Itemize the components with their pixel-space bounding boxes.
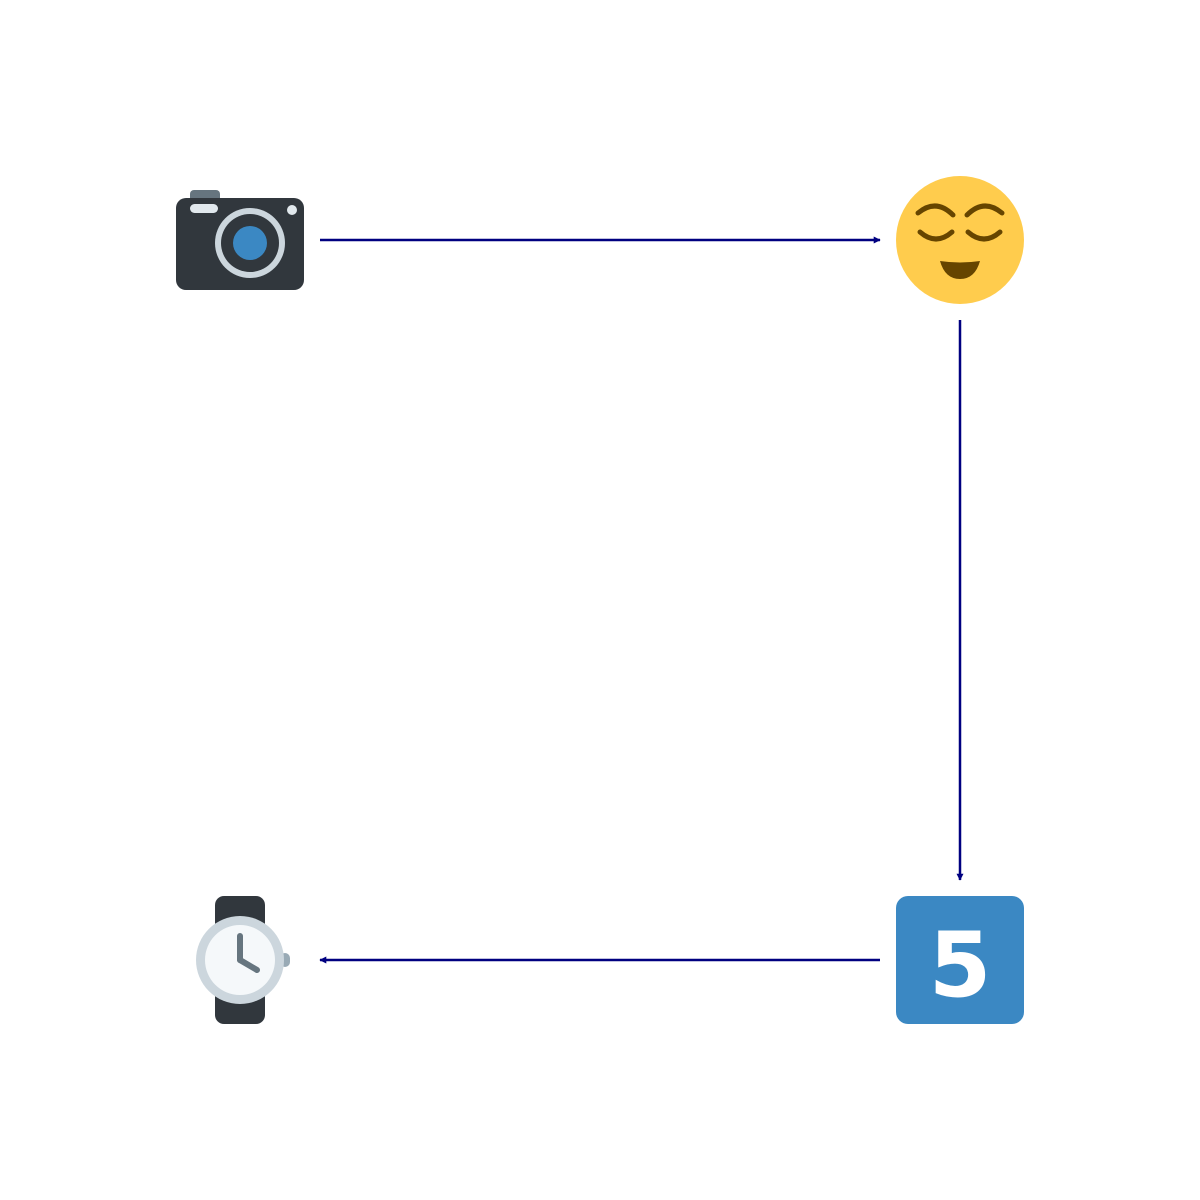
keycap-5-icon: 5 xyxy=(896,896,1024,1024)
edges xyxy=(319,236,964,964)
camera-icon xyxy=(176,190,304,290)
keycap-5-label: 5 xyxy=(929,913,992,1018)
relieved-face-icon xyxy=(896,176,1024,304)
watch-icon xyxy=(196,896,290,1024)
